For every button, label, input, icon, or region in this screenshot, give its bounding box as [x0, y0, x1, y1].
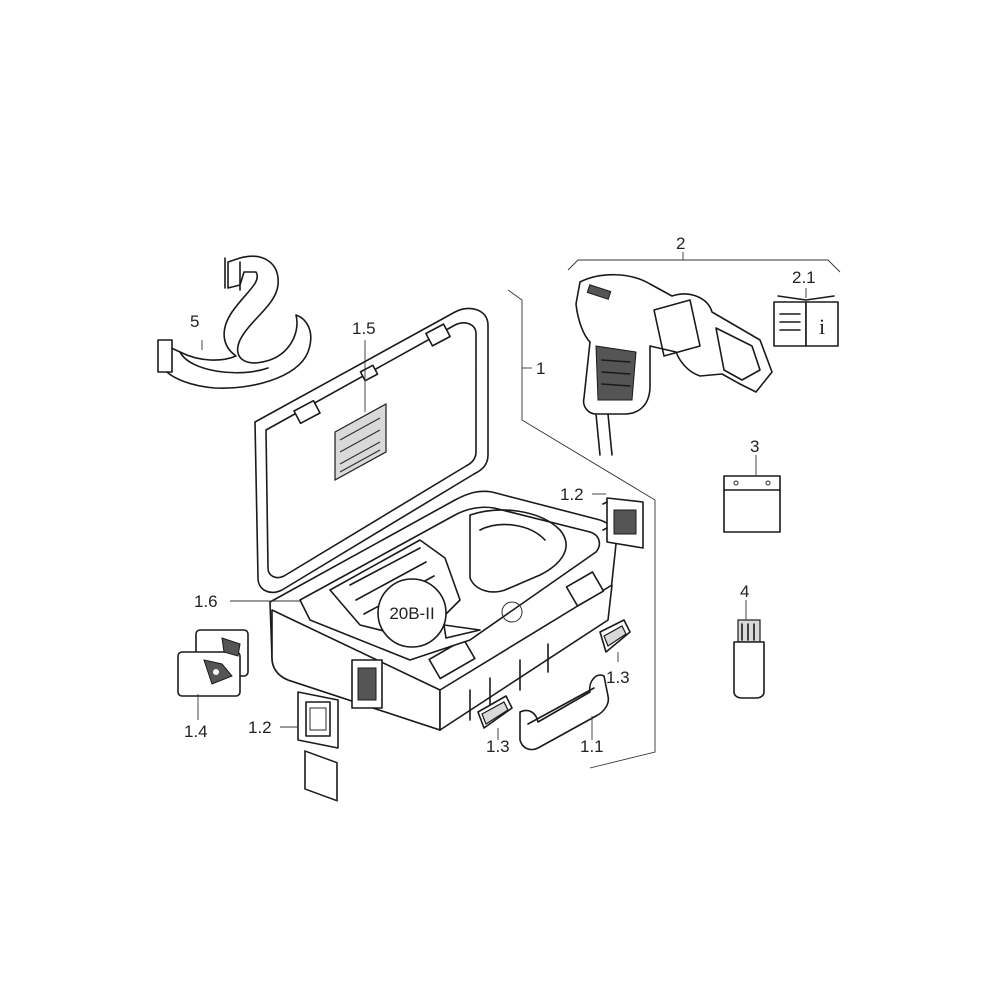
- label-latch-left: 1.3: [486, 737, 510, 756]
- label-case: 1: [536, 359, 545, 378]
- label-holder-left: 1.2: [248, 718, 272, 737]
- label-handle: 1.1: [580, 737, 604, 756]
- manual-icon: i: [773, 295, 839, 347]
- lid-sticker: [334, 402, 387, 482]
- latch-right: [599, 619, 631, 653]
- tool-group-bracket: [567, 252, 841, 273]
- oil-bottle: [733, 619, 765, 699]
- case-group-bracket: [507, 289, 656, 769]
- case-handle: [519, 674, 610, 751]
- case-insert: [299, 506, 601, 661]
- label-card: [723, 475, 781, 533]
- callout-labels: 1 1.1 1.2 1.2 1.3 1.3 1.4 1.5 1.6 2 2.1 …: [184, 234, 816, 756]
- label-manual: 2.1: [792, 268, 816, 287]
- manual-info-glyph: i: [819, 314, 825, 339]
- badge-text: 20B-II: [389, 604, 434, 623]
- label-strap: 5: [190, 312, 199, 331]
- label-lid-sticker: 1.5: [352, 319, 376, 338]
- press-jaws: [177, 629, 249, 697]
- label-bottle: 4: [740, 582, 749, 601]
- label-latch-right: 1.3: [606, 668, 630, 687]
- holder-right: [602, 497, 644, 549]
- carrying-strap: [157, 255, 312, 389]
- label-jaws: 1.4: [184, 722, 208, 741]
- label-insert: 1.6: [194, 592, 218, 611]
- holder-left: [297, 691, 339, 749]
- label-holder-right: 1.2: [560, 485, 584, 504]
- latch-left: [477, 695, 513, 729]
- leader-lines: [197, 288, 807, 740]
- die-size-badge: 20B-II: [377, 578, 481, 648]
- label-press-tool: 2: [676, 234, 685, 253]
- press-tool: [575, 273, 773, 456]
- label-label-card: 3: [750, 437, 759, 456]
